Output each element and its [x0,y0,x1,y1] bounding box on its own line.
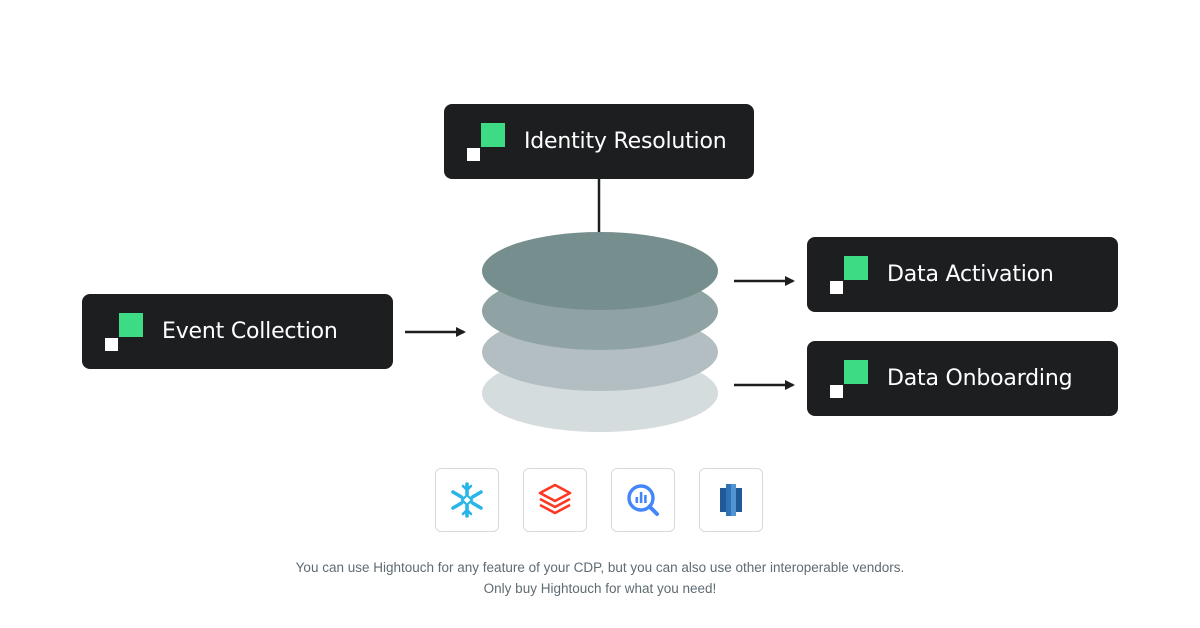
redshift-tile [699,468,763,532]
data-activation-card: Data Activation [807,237,1118,312]
caption: You can use Hightouch for any feature of… [0,557,1200,599]
bigquery-icon [627,484,659,516]
caption-line-1: You can use Hightouch for any feature of… [295,560,905,575]
warehouse-layer-1 [482,232,718,310]
snowflake-icon [451,482,483,518]
event-collection-label: Event Collection [162,319,338,344]
hightouch-logo-icon [105,312,143,351]
databricks-tile [523,468,587,532]
database-layers-icon [482,232,718,432]
event-collection-card: Event Collection [82,294,393,369]
redshift-icon [720,484,742,516]
vendor-logos [435,468,763,532]
databricks-icon [538,483,572,515]
identity-resolution-card: Identity Resolution [444,104,754,179]
caption-line-2: Only buy Hightouch for what you need! [483,581,717,596]
bigquery-tile [611,468,675,532]
data-onboarding-label: Data Onboarding [887,366,1073,391]
hightouch-logo-icon [830,255,868,294]
hightouch-logo-icon [467,122,505,161]
identity-resolution-label: Identity Resolution [524,129,727,154]
snowflake-tile [435,468,499,532]
hightouch-logo-icon [830,359,868,398]
data-activation-label: Data Activation [887,262,1054,287]
data-onboarding-card: Data Onboarding [807,341,1118,416]
